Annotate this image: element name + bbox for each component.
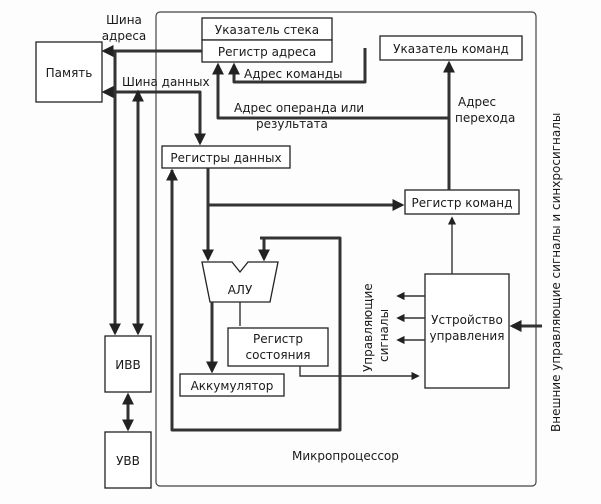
control-unit-label-1: Устройство — [431, 313, 503, 327]
control-signals-label-2: сигналы — [377, 309, 391, 362]
program-counter-label: Указатель команд — [393, 42, 509, 56]
uvv-block — [104, 431, 152, 489]
accumulator-label: Аккумулятор — [191, 379, 274, 393]
instruction-register-label: Регистр команд — [412, 196, 513, 210]
status-to-control-line — [299, 366, 420, 381]
ivv-label: ИВВ — [115, 358, 140, 372]
control-signals-label-1: Управляющие — [361, 283, 375, 372]
accumulator-block — [179, 373, 285, 397]
stack-pointer-label: Указатель стека — [215, 23, 319, 37]
alu-loop-line — [170, 170, 342, 432]
instruction-address-line — [228, 48, 367, 84]
operand-address-label-2: результата — [256, 117, 328, 131]
operand-address-label-1: Адрес операнда или — [234, 101, 364, 115]
address-bus-label-2: адреса — [102, 29, 147, 43]
jump-address-label-2: перехода — [455, 111, 515, 125]
control-unit-label-2: управления — [430, 329, 505, 343]
data-bus-line — [101, 86, 206, 146]
status-register-label-2: состояния — [246, 348, 311, 362]
alu-label: АЛУ — [228, 283, 253, 297]
jump-address-label-1: Адрес — [458, 95, 496, 109]
address-bus-label-1: Шина — [106, 13, 142, 27]
instruction-address-label: Адрес команды — [244, 67, 343, 81]
microprocessor-label: Микропроцессор — [292, 449, 399, 463]
data-registers-label: Регистры данных — [170, 151, 281, 165]
data-registers-block — [161, 145, 291, 169]
ivv-block — [104, 335, 152, 393]
status-register-block — [227, 327, 329, 367]
alu-block — [201, 261, 279, 303]
memory-label: Память — [46, 66, 93, 80]
data-to-instruction-line — [206, 168, 405, 211]
program-counter-block — [379, 35, 523, 61]
uvv-label: УВВ — [116, 454, 140, 468]
memory-block — [35, 41, 103, 103]
external-signals-label: Внешние управляющие сигналы и синхросигн… — [549, 113, 563, 432]
operand-address-line — [212, 62, 451, 190]
address-register-label: Регистр адреса — [218, 45, 316, 59]
status-register-label-1: Регистр — [253, 332, 303, 346]
control-unit-block — [424, 273, 510, 389]
microprocessor-frame — [155, 11, 537, 487]
data-bus-label: Шина данных — [122, 75, 210, 89]
instruction-register-block — [404, 189, 520, 215]
